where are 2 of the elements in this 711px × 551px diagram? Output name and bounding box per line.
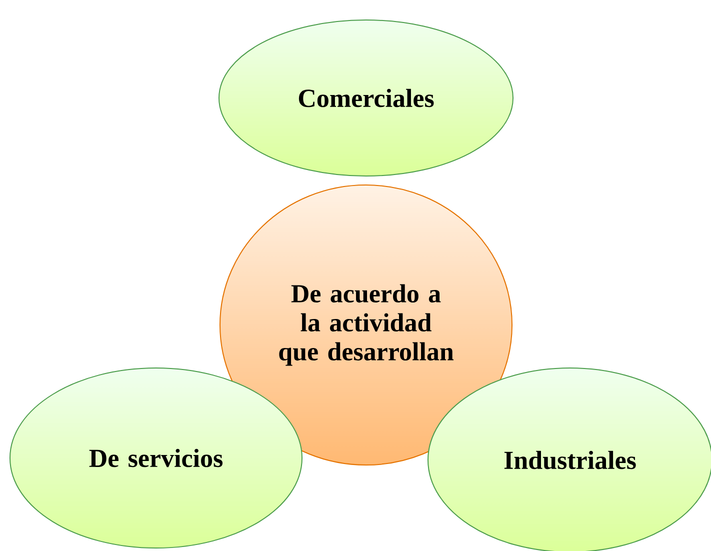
ellipse-node: De servicios — [10, 368, 302, 548]
ellipse-node: Comerciales — [218, 20, 514, 176]
